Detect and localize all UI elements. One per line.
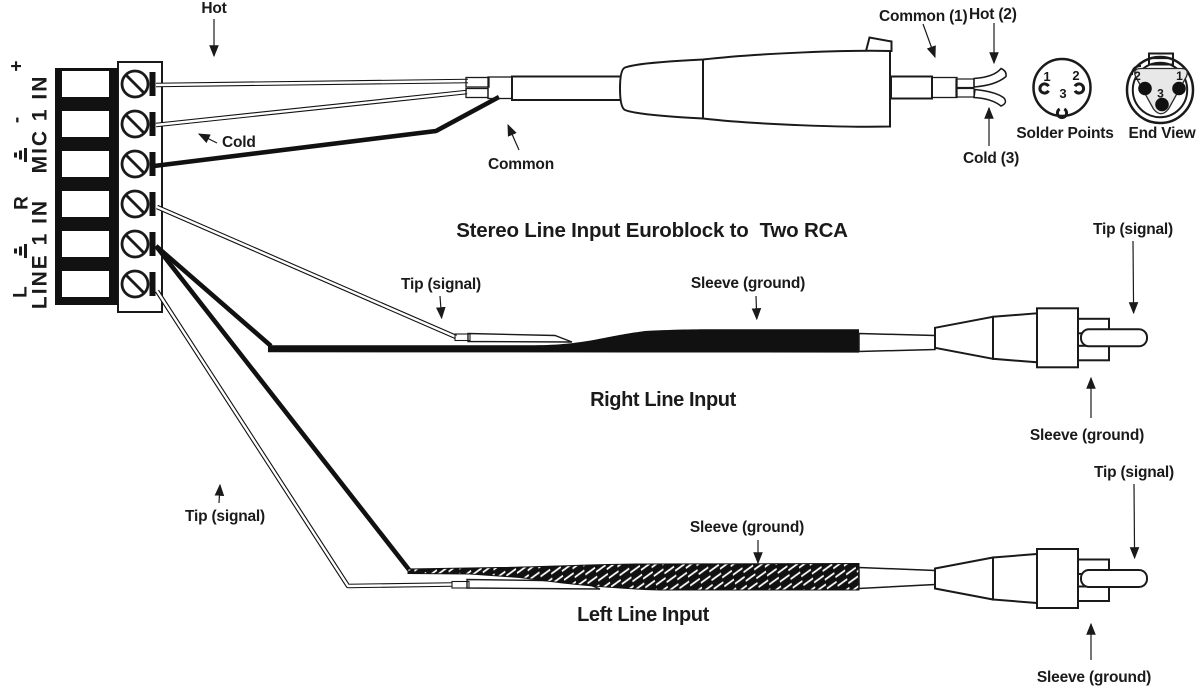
cold-ferrule [465, 87, 489, 99]
solder-pin3-digit: 3 [1059, 86, 1066, 101]
mic-cable-assembly: Hot Cold Common Common (1) Hot (2) Cold … [153, 0, 1019, 173]
end-view-notch [1131, 65, 1142, 76]
left-sleeve-wire [154, 244, 412, 573]
left-tip-ferrule [451, 580, 470, 589]
shield-braid [487, 76, 515, 100]
cold-label: Cold [222, 134, 256, 151]
shield-braid-end [931, 76, 958, 99]
left-rca-tip-arrow [1129, 483, 1140, 560]
right-rca-plug [934, 307, 1148, 369]
left-cable [407, 562, 860, 591]
mic-common-wire [153, 94, 501, 169]
end-view-label: End View [1128, 125, 1196, 142]
right-rca-sleeve-label: Sleeve (ground) [1030, 427, 1144, 444]
end-view-pin3-digit: 3 [1157, 87, 1164, 101]
solder-points-label: Solder Points [1016, 125, 1113, 142]
common-pin-label: Common (1) [879, 8, 967, 25]
hot-lead [973, 67, 1007, 88]
hot-ferrule-end [955, 78, 975, 89]
ground-icon [14, 148, 27, 162]
ground-icon [14, 244, 27, 258]
left-line-label: Left Line Input [577, 604, 709, 626]
right-rca-tip-arrow [1128, 240, 1139, 315]
right-cable-tail [858, 332, 936, 353]
right-sleeve-label: Sleeve (ground) [691, 275, 805, 292]
cable-jacket [511, 75, 623, 101]
solder-points-diagram: 1 2 3 Solder Points [1016, 57, 1114, 142]
euroblock-screws [120, 69, 150, 299]
xlr-latch [864, 36, 893, 52]
right-cable [268, 329, 859, 353]
solder-points-circle [1032, 57, 1092, 118]
end-view-diagram: 2 1 3 End View [1125, 52, 1197, 142]
right-line-label: Right Line Input [590, 389, 737, 411]
hot-ferrule [465, 76, 490, 88]
left-sleeve-label: Sleeve (ground) [690, 519, 804, 536]
mic-input-group-label: MIC 1 IN [29, 75, 52, 174]
euroblock-wire-clamps [149, 72, 156, 296]
end-view-insert [1134, 67, 1188, 115]
end-view-inner [1131, 61, 1189, 119]
terminal-label-right: R [12, 196, 33, 210]
solder-cup-1 [1038, 82, 1050, 95]
end-view-pin3 [1155, 97, 1169, 112]
end-view-pin2 [1138, 81, 1152, 96]
terminal-label-left: L [11, 286, 32, 298]
left-rca-sleeve-label: Sleeve (ground) [1037, 669, 1151, 686]
end-view-pin1-digit: 1 [1176, 69, 1183, 83]
diagram-title: Stereo Line Input Euroblock to Two RCA [456, 219, 848, 242]
solder-cup-3 [1055, 107, 1069, 120]
left-rca-plug [934, 548, 1148, 609]
end-view-outer [1125, 55, 1195, 125]
end-view-pin2-digit: 2 [1134, 69, 1141, 83]
xlr-connector [618, 36, 893, 128]
right-tip-arrow [436, 295, 446, 320]
euroblock-connector: + - R L MIC 1 IN LINE 1 IN [7, 60, 163, 313]
left-line-assembly: Tip (signal) Sleeve (ground) Left Line I… [154, 244, 1174, 686]
left-tip-arrow [214, 483, 225, 504]
common-arrow [507, 123, 520, 151]
line-input-group-label: LINE 1 IN [29, 199, 52, 309]
cold-lead [973, 88, 1007, 107]
right-sleeve-wire [154, 244, 273, 348]
right-line-assembly: Tip (signal) Sleeve (ground) Right Line … [154, 204, 1173, 444]
euroblock-body [55, 68, 118, 305]
terminal-label-minus: - [7, 117, 28, 123]
cable-jacket-end [890, 75, 933, 100]
right-rca-tip-label: Tip (signal) [1093, 221, 1173, 238]
end-view-pin1 [1172, 81, 1186, 96]
solder-pin1-digit: 1 [1043, 69, 1050, 84]
terminal-label-plus: + [7, 60, 28, 71]
cold-pin-label: Cold (3) [963, 150, 1019, 167]
solder-cup-2 [1073, 82, 1086, 95]
cold-arrow [197, 133, 218, 144]
hot-pin-label: Hot (2) [969, 6, 1017, 23]
left-rca-tip-label: Tip (signal) [1094, 464, 1174, 481]
xlr-stripped-end [890, 67, 1007, 107]
left-tip-label: Tip (signal) [185, 508, 265, 525]
right-tip-ferrule [454, 333, 471, 342]
common-pin-arrow [922, 23, 936, 59]
left-cable-tail [858, 566, 936, 590]
common-label: Common [488, 156, 554, 173]
euroblock-slots [62, 71, 109, 297]
hot-label: Hot [201, 0, 226, 17]
xlr-shell [618, 49, 891, 128]
cold-ferrule-end [955, 87, 975, 98]
solder-pin2-digit: 2 [1072, 68, 1079, 83]
right-sleeve-arrow [751, 295, 762, 321]
right-tip-label: Tip (signal) [401, 276, 481, 293]
right-tip-lead [467, 332, 573, 343]
